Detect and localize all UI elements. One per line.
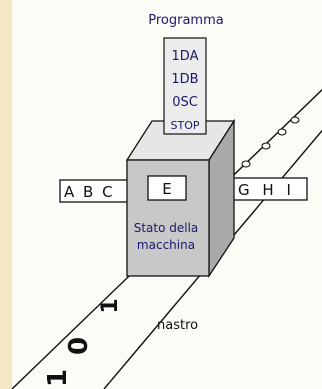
- tape-circles: [241, 116, 300, 168]
- program-column: [163, 37, 207, 135]
- tape-label: nastro: [157, 318, 198, 333]
- tape-digit-2: 0: [64, 337, 94, 355]
- tape-digit-3: 1: [98, 298, 123, 313]
- program-step-4: STOP: [171, 119, 200, 132]
- tape-circle: [277, 128, 287, 136]
- current-cell: [147, 175, 187, 201]
- tape-circle: [241, 160, 251, 168]
- program-step-3: 0SC: [172, 95, 198, 110]
- tape-right-text: G H I: [238, 181, 295, 199]
- tape-left-text: A B C: [64, 183, 115, 201]
- current-symbol: E: [162, 180, 171, 198]
- program-title: Programma: [148, 13, 223, 28]
- machine-label-line2: macchina: [137, 238, 195, 252]
- tape-circle: [261, 142, 271, 150]
- program-step-2: 1DB: [171, 72, 198, 87]
- program-step-1: 1DA: [172, 49, 199, 64]
- machine-label-line1: Stato della: [134, 221, 199, 235]
- tape-digit-1: 1: [43, 369, 73, 387]
- tape-circle: [290, 116, 300, 124]
